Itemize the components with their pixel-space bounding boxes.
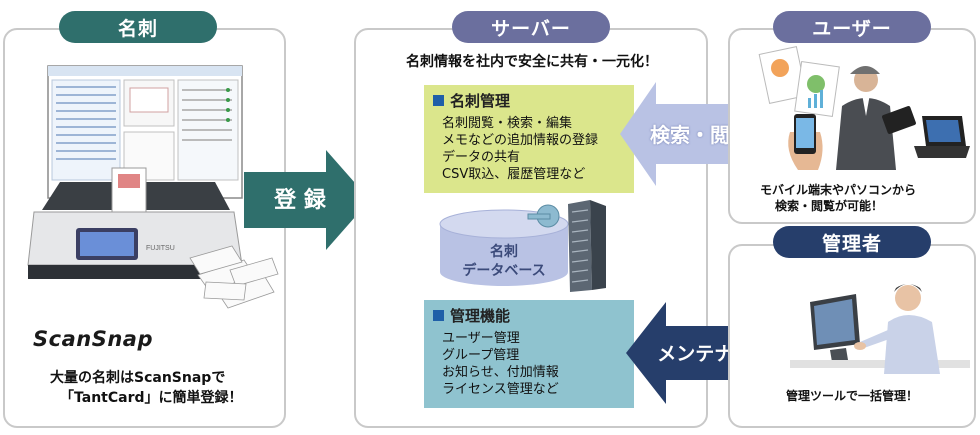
admin-panel-title: 管理者 (773, 226, 931, 258)
register-arrow-shape (244, 150, 370, 250)
card-management-title-text: 名刺管理 (450, 92, 511, 110)
user-caption-line1: モバイル端末やパソコンから (760, 183, 917, 197)
card-management-item: メモなどの追加情報の登録 (442, 133, 599, 148)
admin-function-item: グループ管理 (442, 348, 520, 363)
database-label-line1: 名刺 (490, 244, 518, 260)
title-square-icon (433, 95, 444, 106)
admin-function-item: ユーザー管理 (442, 331, 520, 346)
card-caption-line2: 「TantCard」に簡単登録！ (60, 390, 243, 406)
admin-person-illustration (790, 284, 970, 374)
admin-caption: 管理ツールで一括管理！ (785, 389, 918, 403)
server-panel-title: サーバー (452, 11, 610, 43)
admin-function-box (424, 300, 634, 408)
user-panel-title: ユーザー (773, 11, 931, 43)
scansnap-logo: ScanSnap (33, 327, 153, 351)
database-illustration (439, 200, 606, 292)
card-management-box (424, 85, 634, 193)
register-arrow-label: 登 録 (274, 188, 326, 213)
admin-function-item: お知らせ、付加情報 (442, 365, 559, 380)
card-panel-title: 名刺 (59, 11, 217, 43)
title-square-icon (433, 310, 444, 321)
card-management-title: 名刺管理 (433, 90, 510, 111)
admin-function-item: ライセンス管理など (442, 382, 559, 397)
card-caption-line1: 大量の名刺はScanSnapで (50, 370, 226, 386)
svg-text:FUJITSU: FUJITSU (146, 245, 175, 252)
card-management-item: データの共有 (442, 150, 521, 165)
card-management-item: 名刺閲覧・検索・編集 (442, 116, 573, 131)
admin-function-title: 管理機能 (433, 305, 510, 326)
user-caption-line2: 検索・閲覧が可能！ (775, 199, 884, 213)
card-management-item: CSV取込、履歴管理など (442, 167, 586, 182)
user-devices-illustration (758, 46, 970, 170)
database-label-line2: データベース (462, 263, 546, 279)
scanner-illustration: FUJITSU (27, 65, 279, 309)
admin-function-title-text: 管理機能 (450, 307, 511, 325)
server-headline: 名刺情報を社内で安全に共有・一元化！ (406, 54, 658, 70)
